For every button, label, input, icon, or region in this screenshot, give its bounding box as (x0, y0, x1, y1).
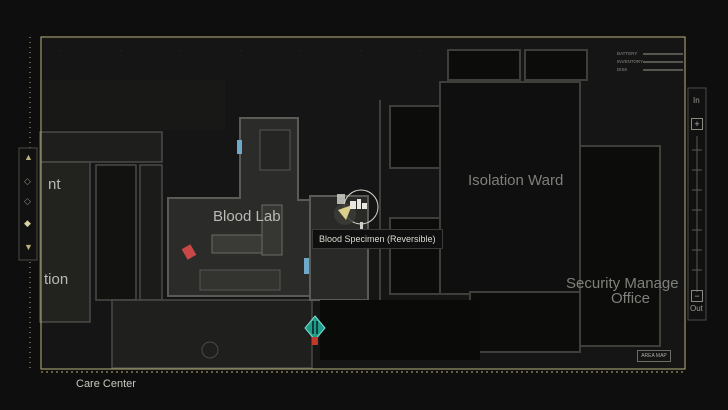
floor-current-icon[interactable]: ◆ (24, 218, 31, 228)
player-arrow-icon (334, 189, 379, 225)
legend-disk: DISK (617, 67, 683, 72)
room-label-security-line1: Security Manage (566, 275, 679, 292)
legend-bar (643, 53, 683, 55)
zoom-rail[interactable] (687, 87, 707, 321)
left-rooms (39, 80, 313, 369)
current-location-label: Care Center (76, 378, 136, 390)
legend-inventory: INVENTORY (617, 59, 683, 64)
area-map-button[interactable]: AREA MAP (637, 350, 671, 362)
zoom-in-button[interactable]: + (691, 118, 703, 130)
room-label-security-line2: Office (611, 290, 650, 307)
map-frame (29, 36, 686, 373)
floor-icon-1[interactable]: ◇ (24, 176, 31, 186)
legend-label: INVENTORY (617, 59, 644, 64)
legend-bar (643, 69, 683, 71)
floor-selector[interactable] (18, 147, 38, 261)
door-blue-right[interactable] (304, 258, 309, 274)
legend-label: DISK (617, 67, 628, 72)
room-label-isolation-ward: Isolation Ward (468, 172, 564, 189)
floor-up-icon[interactable]: ▲ (24, 152, 33, 162)
grid (60, 50, 421, 51)
floor-down-icon[interactable]: ▼ (24, 242, 33, 252)
room-label-partial-bottom: tion (44, 271, 69, 288)
blood-specimen-icon[interactable] (337, 194, 367, 230)
room-label-blood-lab: Blood Lab (213, 208, 281, 225)
save-point-icon[interactable] (304, 315, 326, 345)
legend-bar (643, 61, 683, 63)
room-label-partial-top: nt (48, 176, 61, 193)
legend-label: BATTERY (617, 51, 638, 56)
zoom-out-button[interactable]: − (691, 290, 703, 302)
item-tooltip: Blood Specimen (Reversible) (312, 229, 443, 249)
item-marker-left[interactable] (181, 244, 197, 260)
legend-battery: BATTERY (617, 51, 683, 56)
door-blue-top[interactable] (237, 140, 242, 154)
floor-icon-2[interactable]: ◇ (24, 196, 31, 206)
zoom-out-label: Out (690, 304, 703, 313)
zoom-in-label: In (693, 96, 700, 105)
